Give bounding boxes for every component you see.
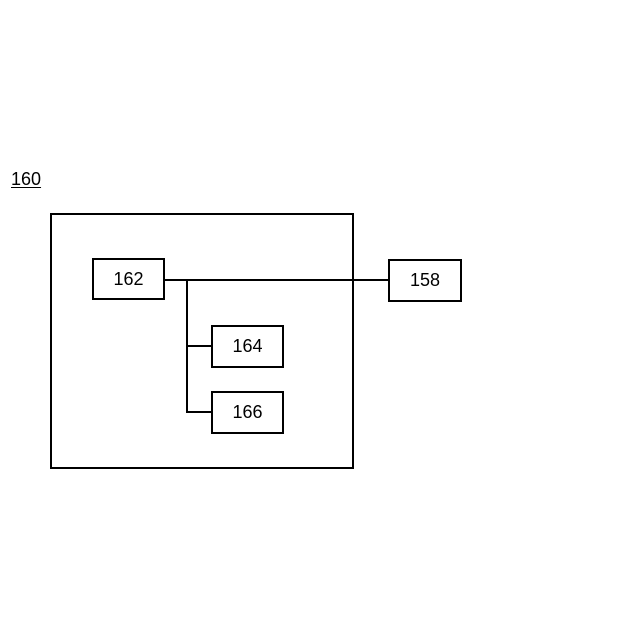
block-158: 158 — [388, 259, 462, 302]
block-164-label: 164 — [232, 336, 262, 357]
block-162-label: 162 — [113, 269, 143, 290]
block-164: 164 — [211, 325, 284, 368]
block-166-label: 166 — [232, 402, 262, 423]
block-166: 166 — [211, 391, 284, 434]
block-162: 162 — [92, 258, 165, 300]
block-158-label: 158 — [410, 270, 440, 291]
